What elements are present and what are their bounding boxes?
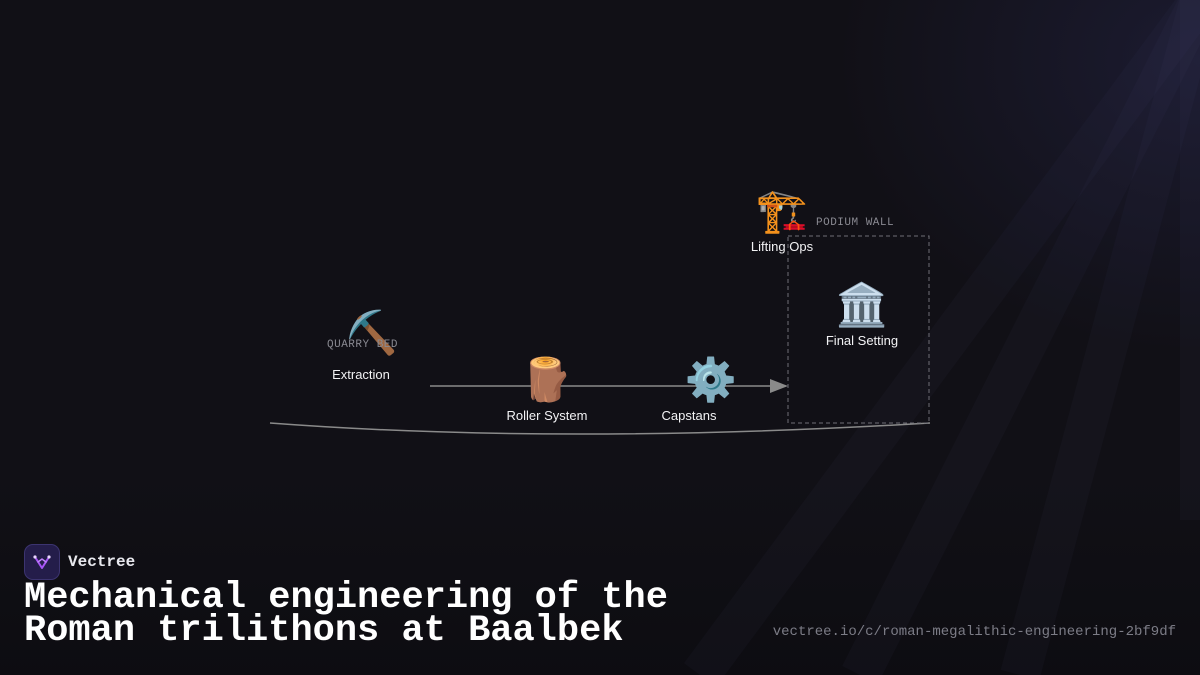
classical-building-icon: 🏛️ <box>835 281 889 328</box>
pickaxe-icon: ⛏️ <box>345 309 399 356</box>
zone-label-quarry-bed: QUARRY BED <box>327 339 399 351</box>
node-roller-system: 🪵 Roller System <box>507 356 588 423</box>
log-icon: 🪵 <box>520 356 574 403</box>
quarry-bed-curve <box>269 422 931 435</box>
node-final-setting: 🏛️ Final Setting <box>826 281 898 348</box>
source-url: vectree.io/c/roman-megalithic-engineerin… <box>772 624 1176 640</box>
page-title: Mechanical engineering of the Roman tril… <box>24 577 668 652</box>
zone-label-podium-wall: PODIUM WALL <box>816 217 895 229</box>
node-lifting-ops-label: Lifting Ops <box>750 239 814 254</box>
node-roller-system-label: Roller System <box>506 408 588 423</box>
node-lifting-ops: 🏗️ Lifting Ops <box>751 187 813 254</box>
brand: Vectree <box>24 544 135 580</box>
podium-wall-zone <box>787 235 930 424</box>
node-final-setting-label: Final Setting <box>825 333 899 348</box>
node-extraction-label: Extraction <box>332 367 390 382</box>
brand-name: Vectree <box>68 553 136 571</box>
crane-icon: 🏗️ <box>755 187 809 234</box>
node-capstans: ⚙️ Capstans <box>641 356 738 423</box>
vectree-logo-icon <box>24 544 60 580</box>
node-extraction: ⛏️ Extraction <box>324 309 398 382</box>
node-capstans-label: Capstans <box>661 408 717 423</box>
gear-icon: ⚙️ <box>684 356 738 403</box>
